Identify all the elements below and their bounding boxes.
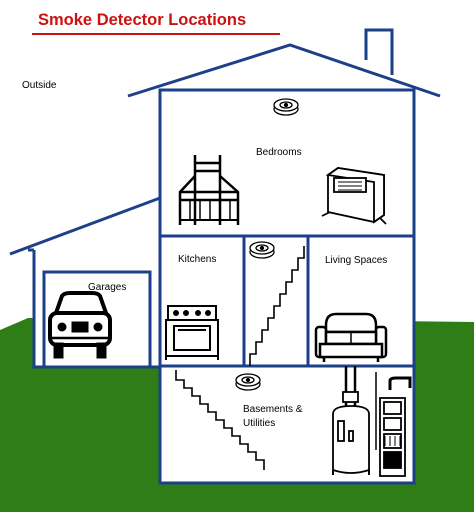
smoke-detector-icon bbox=[273, 98, 299, 116]
title-underline bbox=[32, 33, 280, 35]
diagram-title: Smoke Detector Locations bbox=[38, 11, 247, 29]
main-roof bbox=[127, 43, 441, 98]
house-body-fill bbox=[160, 95, 414, 483]
smoke-detector-icon bbox=[249, 241, 275, 259]
space-heater-icon bbox=[321, 167, 387, 225]
couch-icon bbox=[314, 312, 388, 362]
stove-icon bbox=[165, 305, 219, 360]
chimney bbox=[364, 28, 394, 75]
garages-label: Garages bbox=[88, 282, 127, 293]
smoke-detector-icon bbox=[235, 373, 261, 391]
garage-outline bbox=[32, 250, 160, 369]
basements-label: Basements & bbox=[243, 404, 303, 415]
car-icon bbox=[48, 291, 112, 359]
living-spaces-label: Living Spaces bbox=[325, 255, 388, 266]
kitchens-label: Kitchens bbox=[178, 254, 217, 265]
garage-door bbox=[42, 270, 152, 367]
bed-icon bbox=[178, 155, 240, 225]
water-heater-icon bbox=[332, 366, 370, 475]
utilities-label: Utilities bbox=[243, 418, 276, 429]
outside-label: Outside bbox=[22, 80, 57, 91]
staircase-icon bbox=[249, 246, 305, 366]
house-outline bbox=[158, 88, 416, 485]
garage-roof bbox=[9, 196, 161, 256]
staircase-icon bbox=[175, 370, 265, 470]
furnace-icon bbox=[375, 372, 412, 477]
bedrooms-label: Bedrooms bbox=[256, 147, 302, 158]
